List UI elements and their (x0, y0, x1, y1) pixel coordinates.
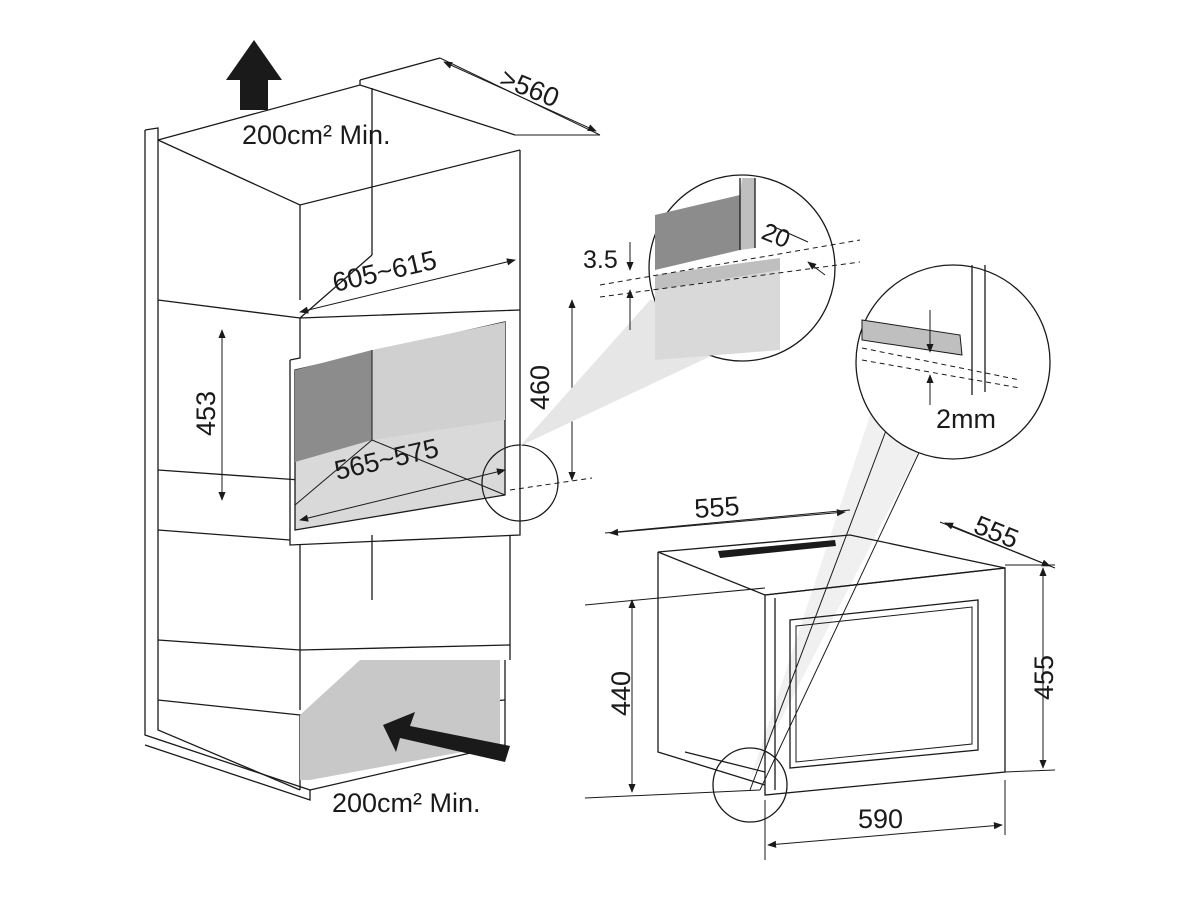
airflow-up-arrow (226, 40, 282, 110)
door-gap-label: 2mm (936, 404, 996, 434)
gap-top-label: 3.5 (583, 246, 618, 274)
detail-callout-recess (520, 174, 861, 446)
appliance-depth-label: 555 (970, 510, 1023, 555)
vent-bottom-label: 200cm² Min. (332, 788, 481, 818)
niche-height-label: 453 (191, 391, 221, 436)
detail-circle-small (481, 444, 559, 522)
appliance-width-label: 555 (693, 491, 740, 524)
appliance-height-label: 440 (606, 671, 636, 716)
detail-circle-appliance (712, 747, 788, 823)
oven-cavity (294, 321, 506, 531)
cabinet (144, 57, 521, 801)
niche-width-label: 605~615 (330, 245, 440, 298)
appliance-dimensions (584, 509, 1056, 860)
front-height-label: 455 (1029, 655, 1059, 700)
airflow-in-arrow (383, 712, 510, 762)
cabinet-dimensions (218, 57, 601, 522)
depth-min-label: >560 (496, 63, 564, 114)
opening-height-label: 460 (525, 365, 555, 410)
front-width-label: 590 (858, 804, 903, 834)
detail-callout-gap (749, 264, 1051, 791)
vent-top-label: 200cm² Min. (242, 120, 391, 150)
